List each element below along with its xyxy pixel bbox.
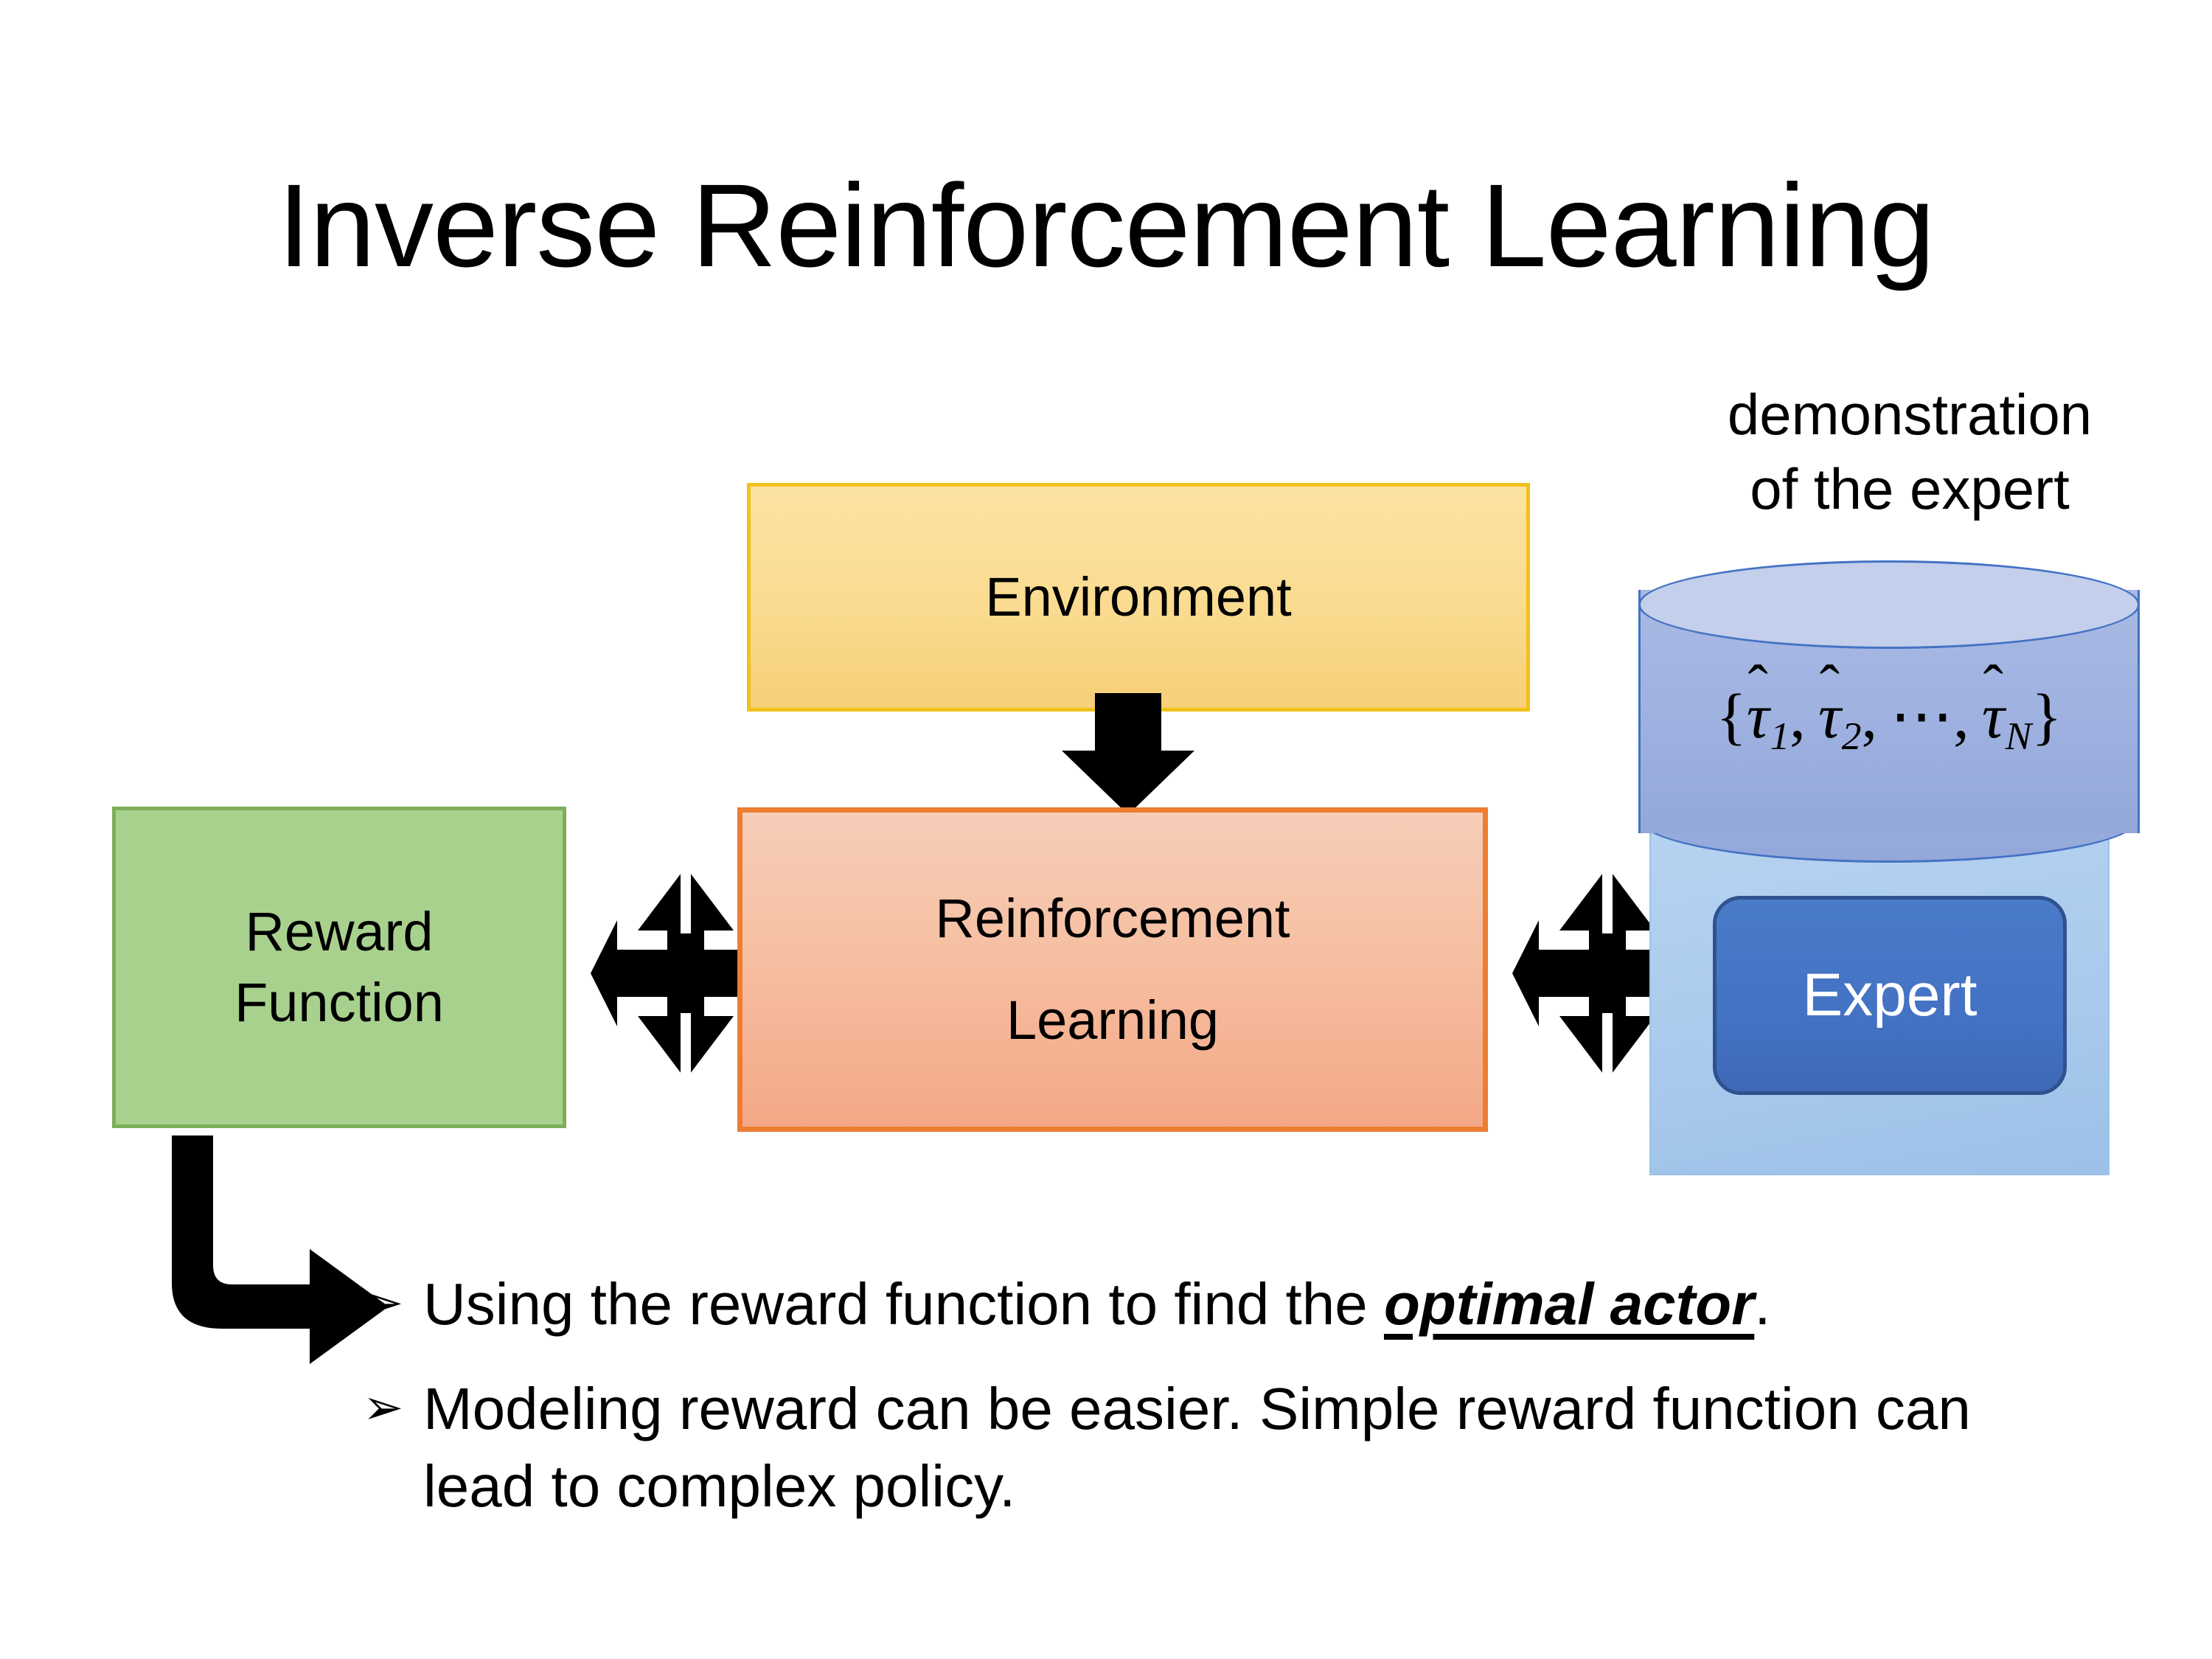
tau-hat-1: ̂τ	[1747, 684, 1770, 748]
tau-glyph-1: τ	[1746, 681, 1770, 751]
comma-3: ,	[1953, 681, 1969, 751]
bullet-1-suffix: .	[1754, 1271, 1771, 1337]
demonstration-caption-line1: demonstration	[1727, 382, 2093, 447]
bullet-2-prefix: Modeling reward can be easier. Simple re…	[423, 1375, 1971, 1520]
tau-hat-n: ̂τ	[1982, 684, 2005, 748]
tau-subscript-2: 2	[1841, 713, 1862, 758]
expert-box-label: Expert	[1802, 961, 1978, 1029]
bullet-item-2-text: Modeling reward can be easier. Simple re…	[423, 1370, 2096, 1526]
bullet-1-prefix: Using the reward function to find the	[423, 1271, 1384, 1337]
demonstration-cylinder[interactable]: {̂τ1, ̂τ2, ⋯, ̂τN}	[1638, 560, 2140, 863]
bent-arrow-icon	[172, 1135, 389, 1364]
four-way-arrow-icon	[1512, 863, 1703, 1084]
reward-function-label-line1: Reward	[245, 900, 434, 962]
rl-label-line2: Learning	[1006, 990, 1219, 1051]
demonstration-caption-line2: of the expert	[1750, 456, 2070, 522]
reinforcement-learning-box[interactable]: Reinforcement Learning	[737, 807, 1488, 1132]
open-brace: {	[1716, 681, 1747, 751]
close-brace: }	[2031, 681, 2062, 751]
rl-label-spacer	[935, 954, 1290, 985]
reward-function-label-line2: Function	[234, 972, 444, 1033]
reward-function-box[interactable]: Reward Function	[112, 807, 566, 1128]
down-arrow-icon	[1062, 693, 1194, 815]
bullet-list: ➢ Using the reward function to find the …	[363, 1265, 2096, 1552]
bullet-item-1-text: Using the reward function to find the op…	[423, 1265, 2096, 1343]
expert-box[interactable]: Expert	[1713, 896, 2067, 1095]
tau-hat-2: ̂τ	[1818, 684, 1841, 748]
trajectory-set-label: {̂τ1, ̂τ2, ⋯, ̂τN}	[1638, 684, 2140, 756]
bullet-arrow-icon: ➢	[363, 1274, 404, 1331]
ellipsis-glyph: ⋯	[1890, 681, 1954, 751]
tau-subscript-1: 1	[1770, 713, 1790, 758]
reinforcement-learning-box-label: Reinforcement Learning	[935, 883, 1290, 1056]
comma-1: ,	[1790, 681, 1806, 751]
tau-subscript-n: N	[2005, 713, 2032, 758]
environment-box-label: Environment	[985, 566, 1292, 627]
bullet-item-1: ➢ Using the reward function to find the …	[363, 1265, 2096, 1343]
cylinder-top-ellipse	[1638, 560, 2140, 649]
comma-2: ,	[1861, 681, 1877, 751]
reward-function-box-label: Reward Function	[234, 897, 444, 1038]
bullet-1-emphasis: optimal actor	[1383, 1271, 1755, 1337]
tau-glyph-2: τ	[1818, 681, 1841, 751]
four-way-arrow-icon	[591, 863, 781, 1084]
demonstration-caption: demonstration of the expert	[1630, 378, 2190, 527]
tau-glyph-n: τ	[1981, 681, 2005, 751]
bullet-item-2: ➢ Modeling reward can be easier. Simple …	[363, 1370, 2096, 1526]
page-title: Inverse Reinforcement Learning	[277, 159, 1935, 291]
environment-box[interactable]: Environment	[747, 483, 1530, 712]
rl-label-line1: Reinforcement	[935, 887, 1290, 949]
bullet-arrow-icon: ➢	[363, 1378, 404, 1436]
